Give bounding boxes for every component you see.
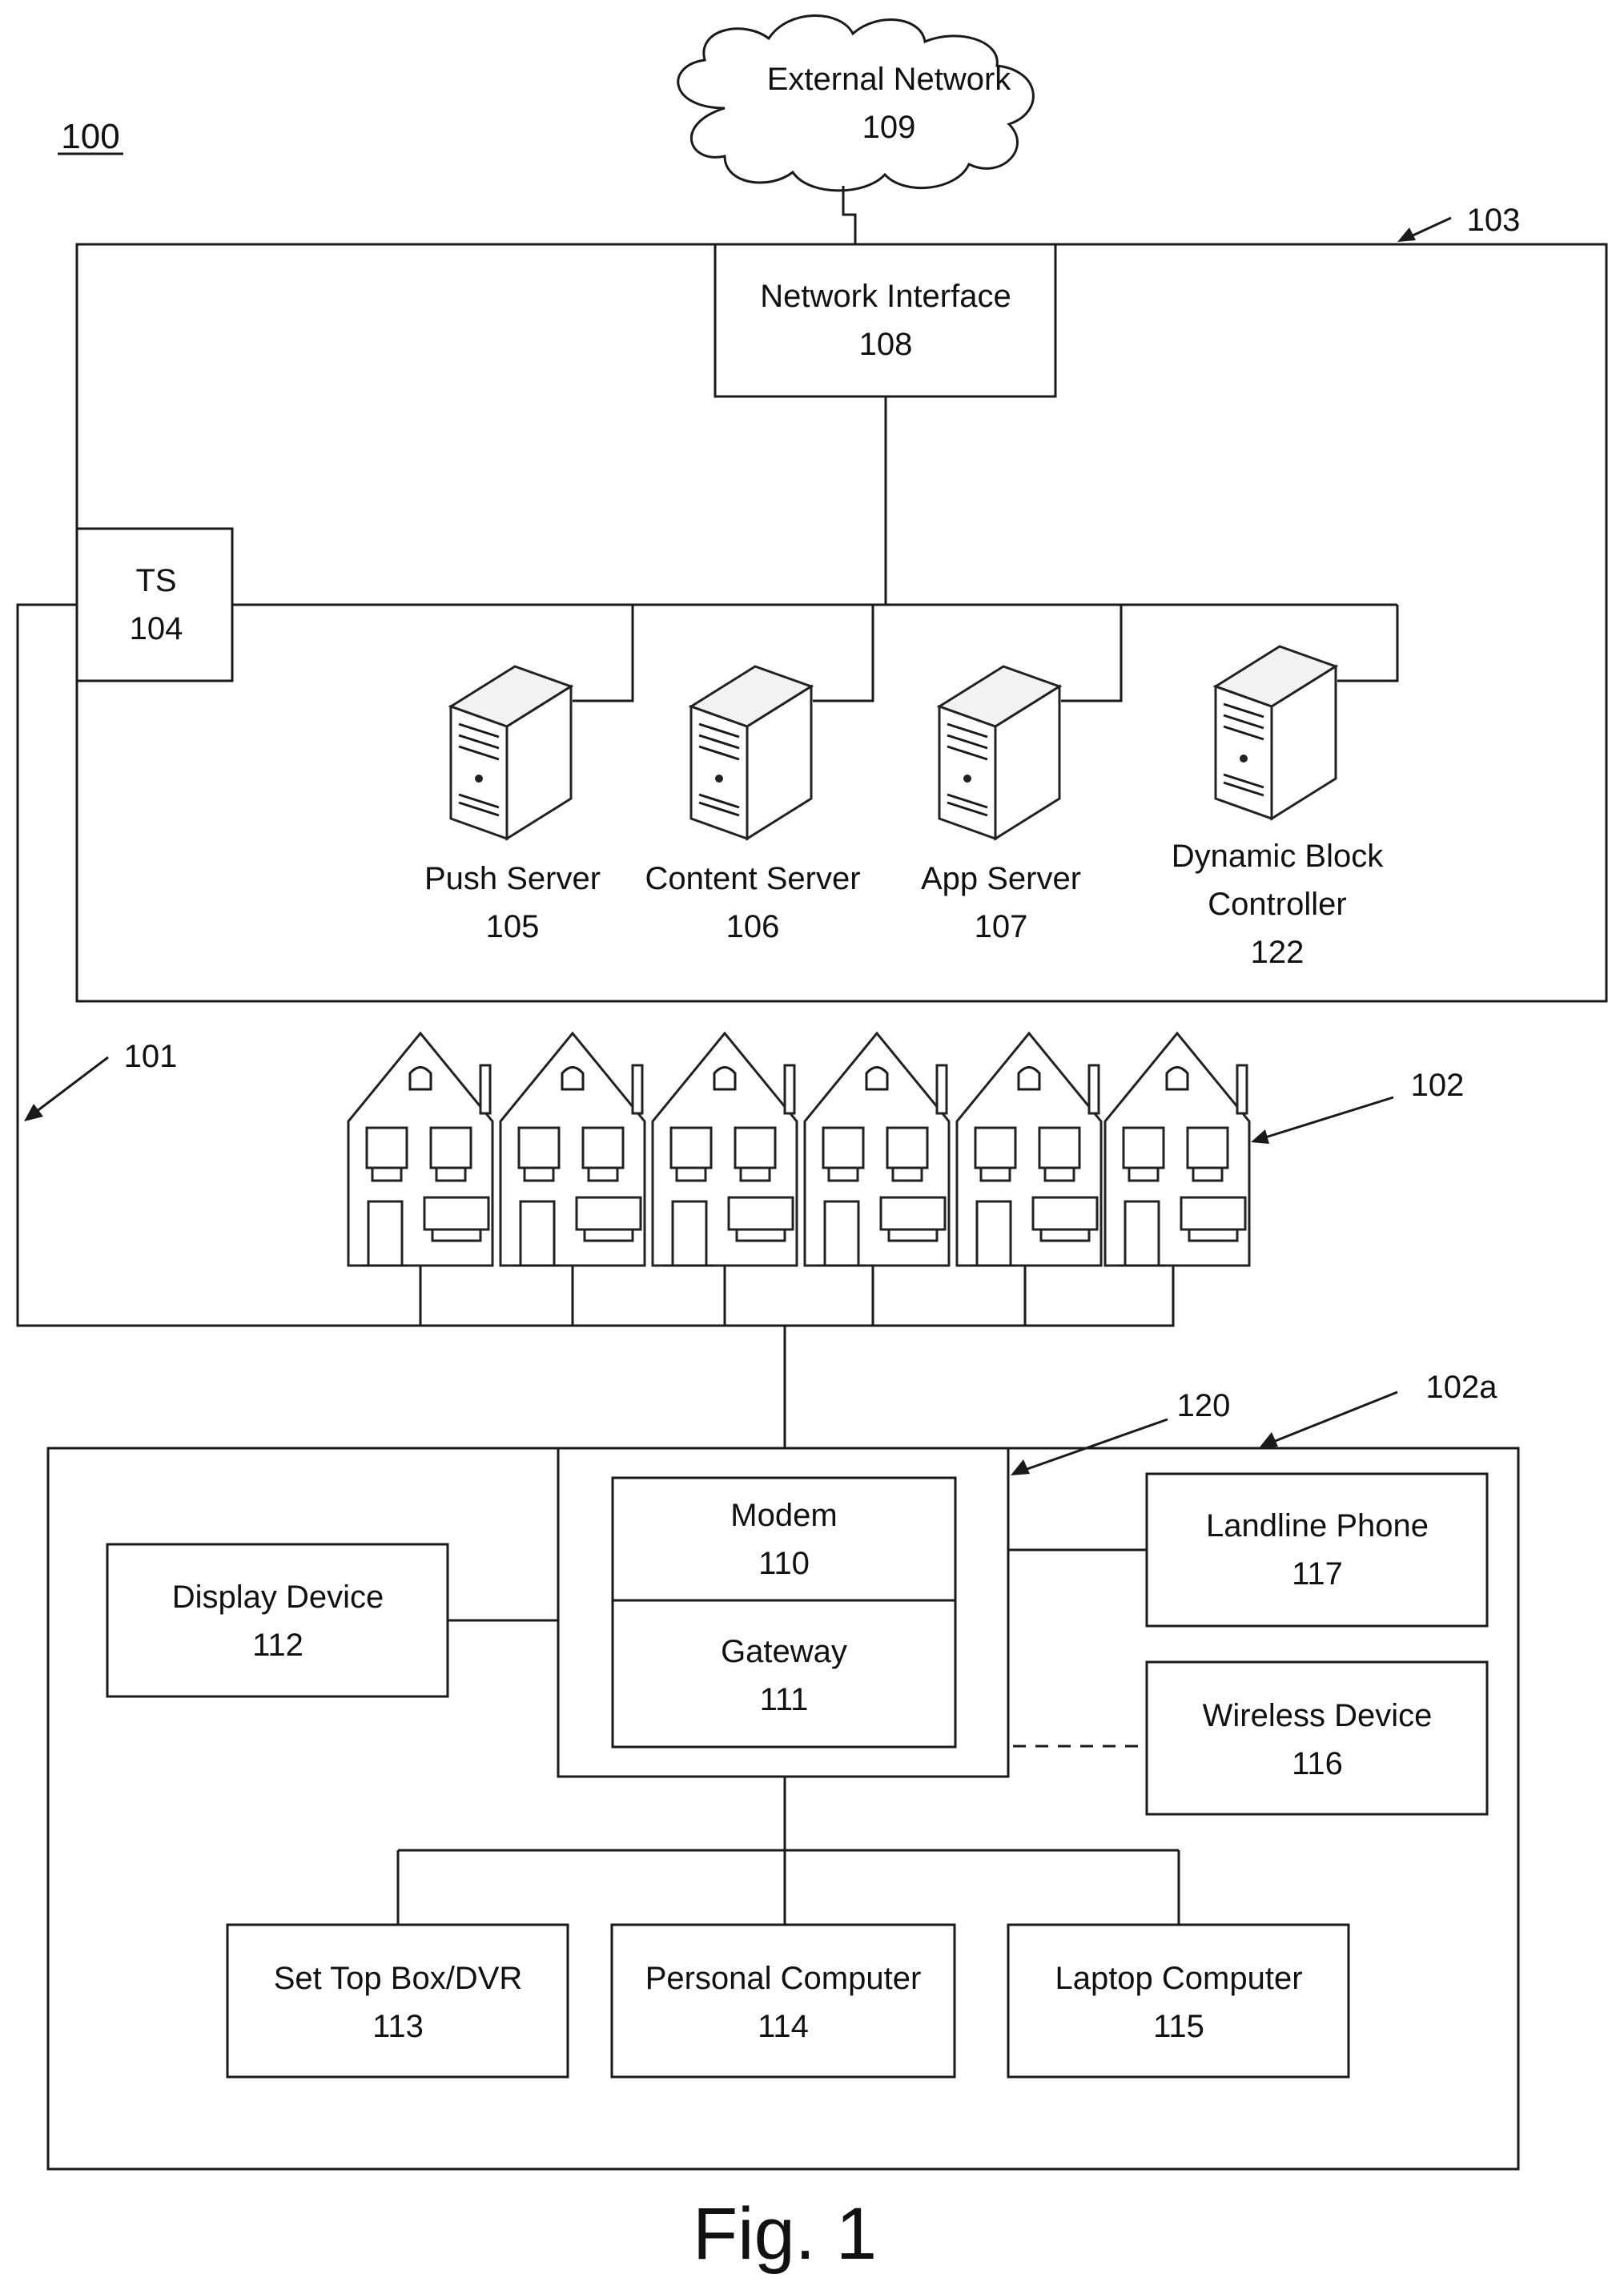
network-interface-box bbox=[715, 244, 1055, 396]
ref-103-arrow bbox=[1411, 218, 1451, 236]
ref-103: 103 bbox=[1397, 203, 1520, 242]
wireless-device-label: Wireless Device bbox=[1203, 1698, 1433, 1733]
external-network-number: 109 bbox=[862, 110, 916, 145]
ref-102-arrow bbox=[1265, 1097, 1393, 1137]
external-network-cloud: External Network 109 bbox=[678, 15, 1034, 190]
house-icon bbox=[805, 1033, 949, 1266]
ref-102-text: 102 bbox=[1411, 1068, 1465, 1103]
house-drops bbox=[420, 1266, 1025, 1326]
ts-number: 104 bbox=[130, 611, 183, 646]
gateway-label: Gateway bbox=[721, 1634, 847, 1669]
house-icon bbox=[653, 1033, 797, 1266]
external-network-label: External Network bbox=[767, 62, 1012, 97]
ref-101-text: 101 bbox=[124, 1039, 178, 1074]
modem-number: 110 bbox=[758, 1546, 810, 1581]
house-icon bbox=[348, 1033, 492, 1266]
wireless-device-box bbox=[1147, 1662, 1487, 1814]
set-top-box-number: 113 bbox=[372, 2009, 424, 2044]
cloud-interface-connector bbox=[843, 186, 855, 244]
ref-101-arrow bbox=[36, 1057, 108, 1112]
figure-caption: Fig. 1 bbox=[693, 2193, 877, 2275]
network-interface-number: 108 bbox=[859, 327, 913, 362]
ref-102a-arrowhead bbox=[1259, 1432, 1278, 1448]
house-icon bbox=[957, 1033, 1101, 1266]
set-top-box-label: Set Top Box/DVR bbox=[274, 1961, 523, 1996]
app-server-label: App Server bbox=[921, 861, 1081, 896]
ref-102a: 102a bbox=[1259, 1370, 1497, 1448]
laptop-computer-number: 115 bbox=[1153, 2009, 1204, 2044]
cloud-icon bbox=[678, 15, 1034, 190]
wireless-device-number: 116 bbox=[1292, 1746, 1343, 1781]
set-top-box-box bbox=[227, 1925, 568, 2077]
dbc-label-line2: Controller bbox=[1208, 887, 1346, 922]
display-device-label: Display Device bbox=[172, 1580, 384, 1615]
landline-phone-label: Landline Phone bbox=[1206, 1508, 1429, 1543]
push-server-label: Push Server bbox=[424, 861, 601, 896]
landline-phone-box bbox=[1147, 1474, 1487, 1626]
figure-ref-100: 100 bbox=[58, 117, 123, 156]
gateway-box bbox=[613, 1600, 955, 1747]
ref-101-arrowhead bbox=[24, 1104, 43, 1121]
ref-102a-text: 102a bbox=[1426, 1370, 1498, 1405]
content-server-label: Content Server bbox=[645, 861, 860, 896]
ref-101: 101 bbox=[24, 1039, 177, 1121]
display-device-box bbox=[107, 1544, 448, 1696]
ref-120-text: 120 bbox=[1177, 1388, 1231, 1423]
ts-box bbox=[77, 529, 232, 681]
landline-phone-number: 117 bbox=[1292, 1556, 1343, 1592]
ref-103-text: 103 bbox=[1467, 203, 1521, 238]
ref-102a-arrow bbox=[1273, 1392, 1397, 1442]
personal-computer-label: Personal Computer bbox=[645, 1961, 922, 1996]
gateway-number: 111 bbox=[760, 1682, 809, 1717]
display-device-number: 112 bbox=[252, 1628, 303, 1663]
ref-102-arrowhead bbox=[1251, 1129, 1269, 1144]
personal-computer-number: 114 bbox=[758, 2009, 809, 2044]
content-server-number: 106 bbox=[726, 909, 780, 944]
house-icon bbox=[1105, 1033, 1249, 1266]
personal-computer-box bbox=[612, 1925, 955, 2077]
dbc-label-line1: Dynamic Block bbox=[1172, 839, 1385, 874]
figure-ref-text: 100 bbox=[61, 117, 119, 156]
app-server-number: 107 bbox=[975, 909, 1028, 944]
modem-label: Modem bbox=[730, 1498, 837, 1533]
laptop-computer-label: Laptop Computer bbox=[1055, 1961, 1302, 1996]
ts-label: TS bbox=[135, 563, 176, 598]
push-server-number: 105 bbox=[486, 909, 540, 944]
laptop-computer-box bbox=[1008, 1925, 1349, 2077]
ref-102: 102 bbox=[1251, 1068, 1464, 1144]
dbc-number: 122 bbox=[1251, 935, 1304, 970]
houses-row bbox=[348, 1033, 1249, 1266]
network-interface-label: Network Interface bbox=[760, 279, 1011, 314]
house-icon bbox=[500, 1033, 645, 1266]
modem-box bbox=[613, 1478, 955, 1600]
